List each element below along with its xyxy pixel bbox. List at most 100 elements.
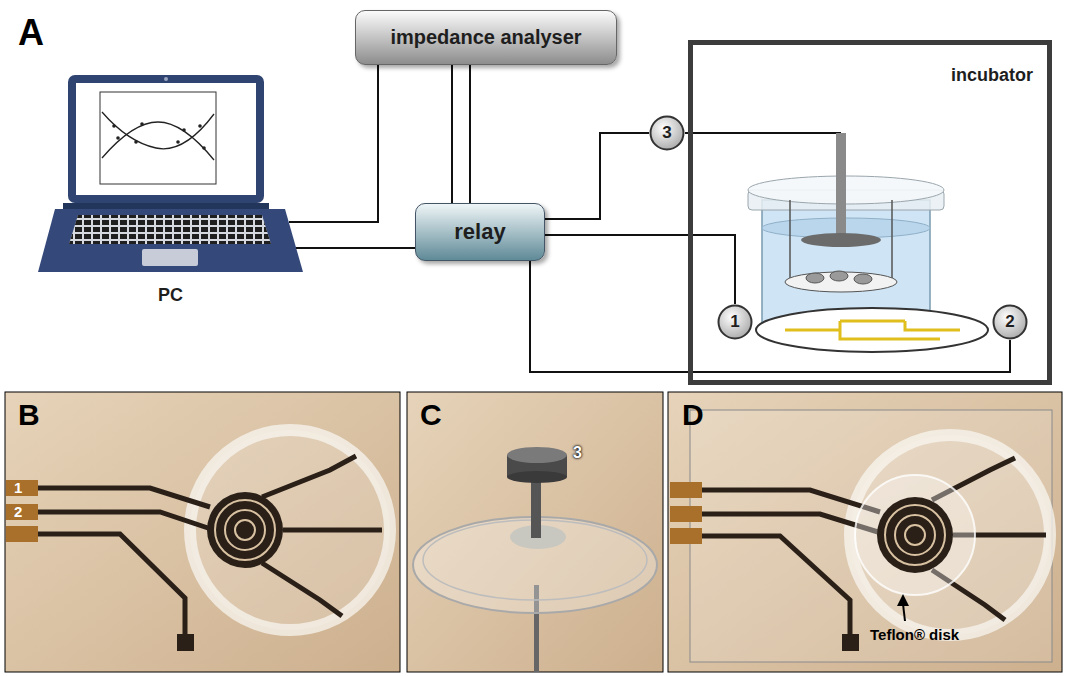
chart-dot — [116, 136, 120, 140]
square-pad — [842, 634, 859, 651]
screen-chart-axes — [100, 92, 216, 184]
label-holder: D — [682, 398, 704, 433]
panel-letter: B — [18, 398, 40, 433]
port-circle: 1 — [717, 304, 753, 340]
incubator-frame: 1 2 incubator — [688, 40, 1052, 385]
electrode-gap — [215, 500, 275, 560]
node-text: 3 — [662, 123, 671, 143]
photo-background — [407, 392, 663, 672]
electrode-gap — [895, 515, 935, 555]
laptop-screen — [76, 83, 256, 195]
photo-background — [668, 392, 1062, 672]
panel-letter: D — [682, 398, 704, 433]
screen-chart-dots — [112, 122, 206, 150]
photo-panel-d — [668, 392, 1062, 672]
panel-letter: C — [420, 398, 442, 433]
node-text: PC — [158, 285, 183, 306]
laptop-hinge — [63, 203, 269, 209]
wire-connector — [545, 133, 649, 219]
circle-shape — [994, 306, 1027, 339]
electrode-gap — [225, 510, 265, 550]
culture-chamber — [685, 133, 988, 352]
laptop-camera — [164, 77, 168, 81]
cell — [854, 274, 872, 284]
electrode-stem — [531, 478, 541, 538]
callout-number: 3 — [573, 444, 582, 462]
computer-node: PC — [38, 72, 303, 312]
electrode-gap — [885, 505, 945, 565]
square-pad — [177, 634, 194, 651]
screen-chart-curve — [102, 122, 214, 160]
insert-hanger — [891, 200, 893, 282]
laptop-keyboard — [69, 215, 271, 244]
callout-number: 1 — [14, 479, 22, 496]
part-label: Teflon® disk — [870, 626, 959, 643]
label-holder: 1 — [14, 479, 22, 496]
electrode-traces — [6, 456, 382, 640]
port-circle: 2 — [992, 304, 1028, 340]
leader-arrowhead — [897, 594, 909, 606]
contact-pad — [6, 526, 38, 542]
label-holder: Teflon® disk — [870, 626, 959, 643]
wire-connector — [289, 65, 378, 222]
instrument-box: impedance analyser — [355, 10, 617, 65]
leader-line — [903, 604, 905, 621]
electrode-knob-top — [507, 447, 567, 463]
wire-connector — [530, 261, 1010, 372]
chart-dot — [198, 124, 202, 128]
node-text: 1 — [730, 312, 739, 332]
node-text: relay — [454, 219, 505, 245]
photo-panel-b — [5, 392, 400, 672]
photo-background — [5, 392, 400, 672]
node-text: 2 — [1005, 312, 1014, 332]
relay-box: relay — [415, 203, 545, 261]
wire-connector — [296, 247, 415, 249]
electrode-gap — [235, 520, 255, 540]
electrode-wire — [685, 132, 841, 134]
chart-dot — [202, 146, 206, 150]
contact-pad — [670, 482, 702, 498]
screen-chart-curve — [102, 112, 214, 149]
laptop-illustration — [38, 75, 303, 272]
circle-shape — [719, 306, 752, 339]
port-circle: 3 — [649, 115, 685, 151]
chart-dot — [134, 140, 138, 144]
laptop-keys — [69, 215, 271, 244]
cell — [830, 271, 848, 281]
contact-pad — [6, 480, 38, 496]
chart-dot — [112, 124, 116, 128]
contact-pad — [670, 506, 702, 522]
insert-hanger — [789, 200, 791, 282]
electrode-traces — [670, 458, 1046, 640]
wire-connector — [451, 65, 453, 203]
cell-insert — [785, 272, 897, 292]
photo-panel-c — [407, 392, 663, 672]
node-text: impedance analyser — [390, 26, 581, 49]
chart-dot — [176, 140, 180, 144]
interdigitated-electrodes — [785, 321, 960, 339]
top-electrode-rod — [836, 133, 846, 238]
contact-pad — [6, 504, 38, 520]
electrode-gap — [905, 525, 925, 545]
top-electrode-disk — [801, 233, 881, 247]
chart-dot — [182, 128, 186, 132]
wire-connector — [469, 65, 471, 203]
teflon-disk — [855, 475, 975, 595]
callout-number: 2 — [14, 503, 22, 520]
label-holder: A — [18, 12, 44, 53]
node-text: incubator — [951, 65, 1033, 86]
laptop-screen-frame — [68, 75, 264, 203]
label-holder: B — [18, 398, 40, 433]
label-holder: 3 — [573, 444, 582, 462]
circular-electrode — [877, 497, 953, 573]
chart-dot — [140, 122, 144, 126]
label-holder: C — [420, 398, 442, 433]
label-holder: 2 — [14, 503, 22, 520]
electrode-knob-base — [507, 471, 567, 483]
wire-connector — [545, 235, 735, 304]
laptop-touchpad — [142, 249, 198, 266]
cell — [806, 273, 824, 283]
